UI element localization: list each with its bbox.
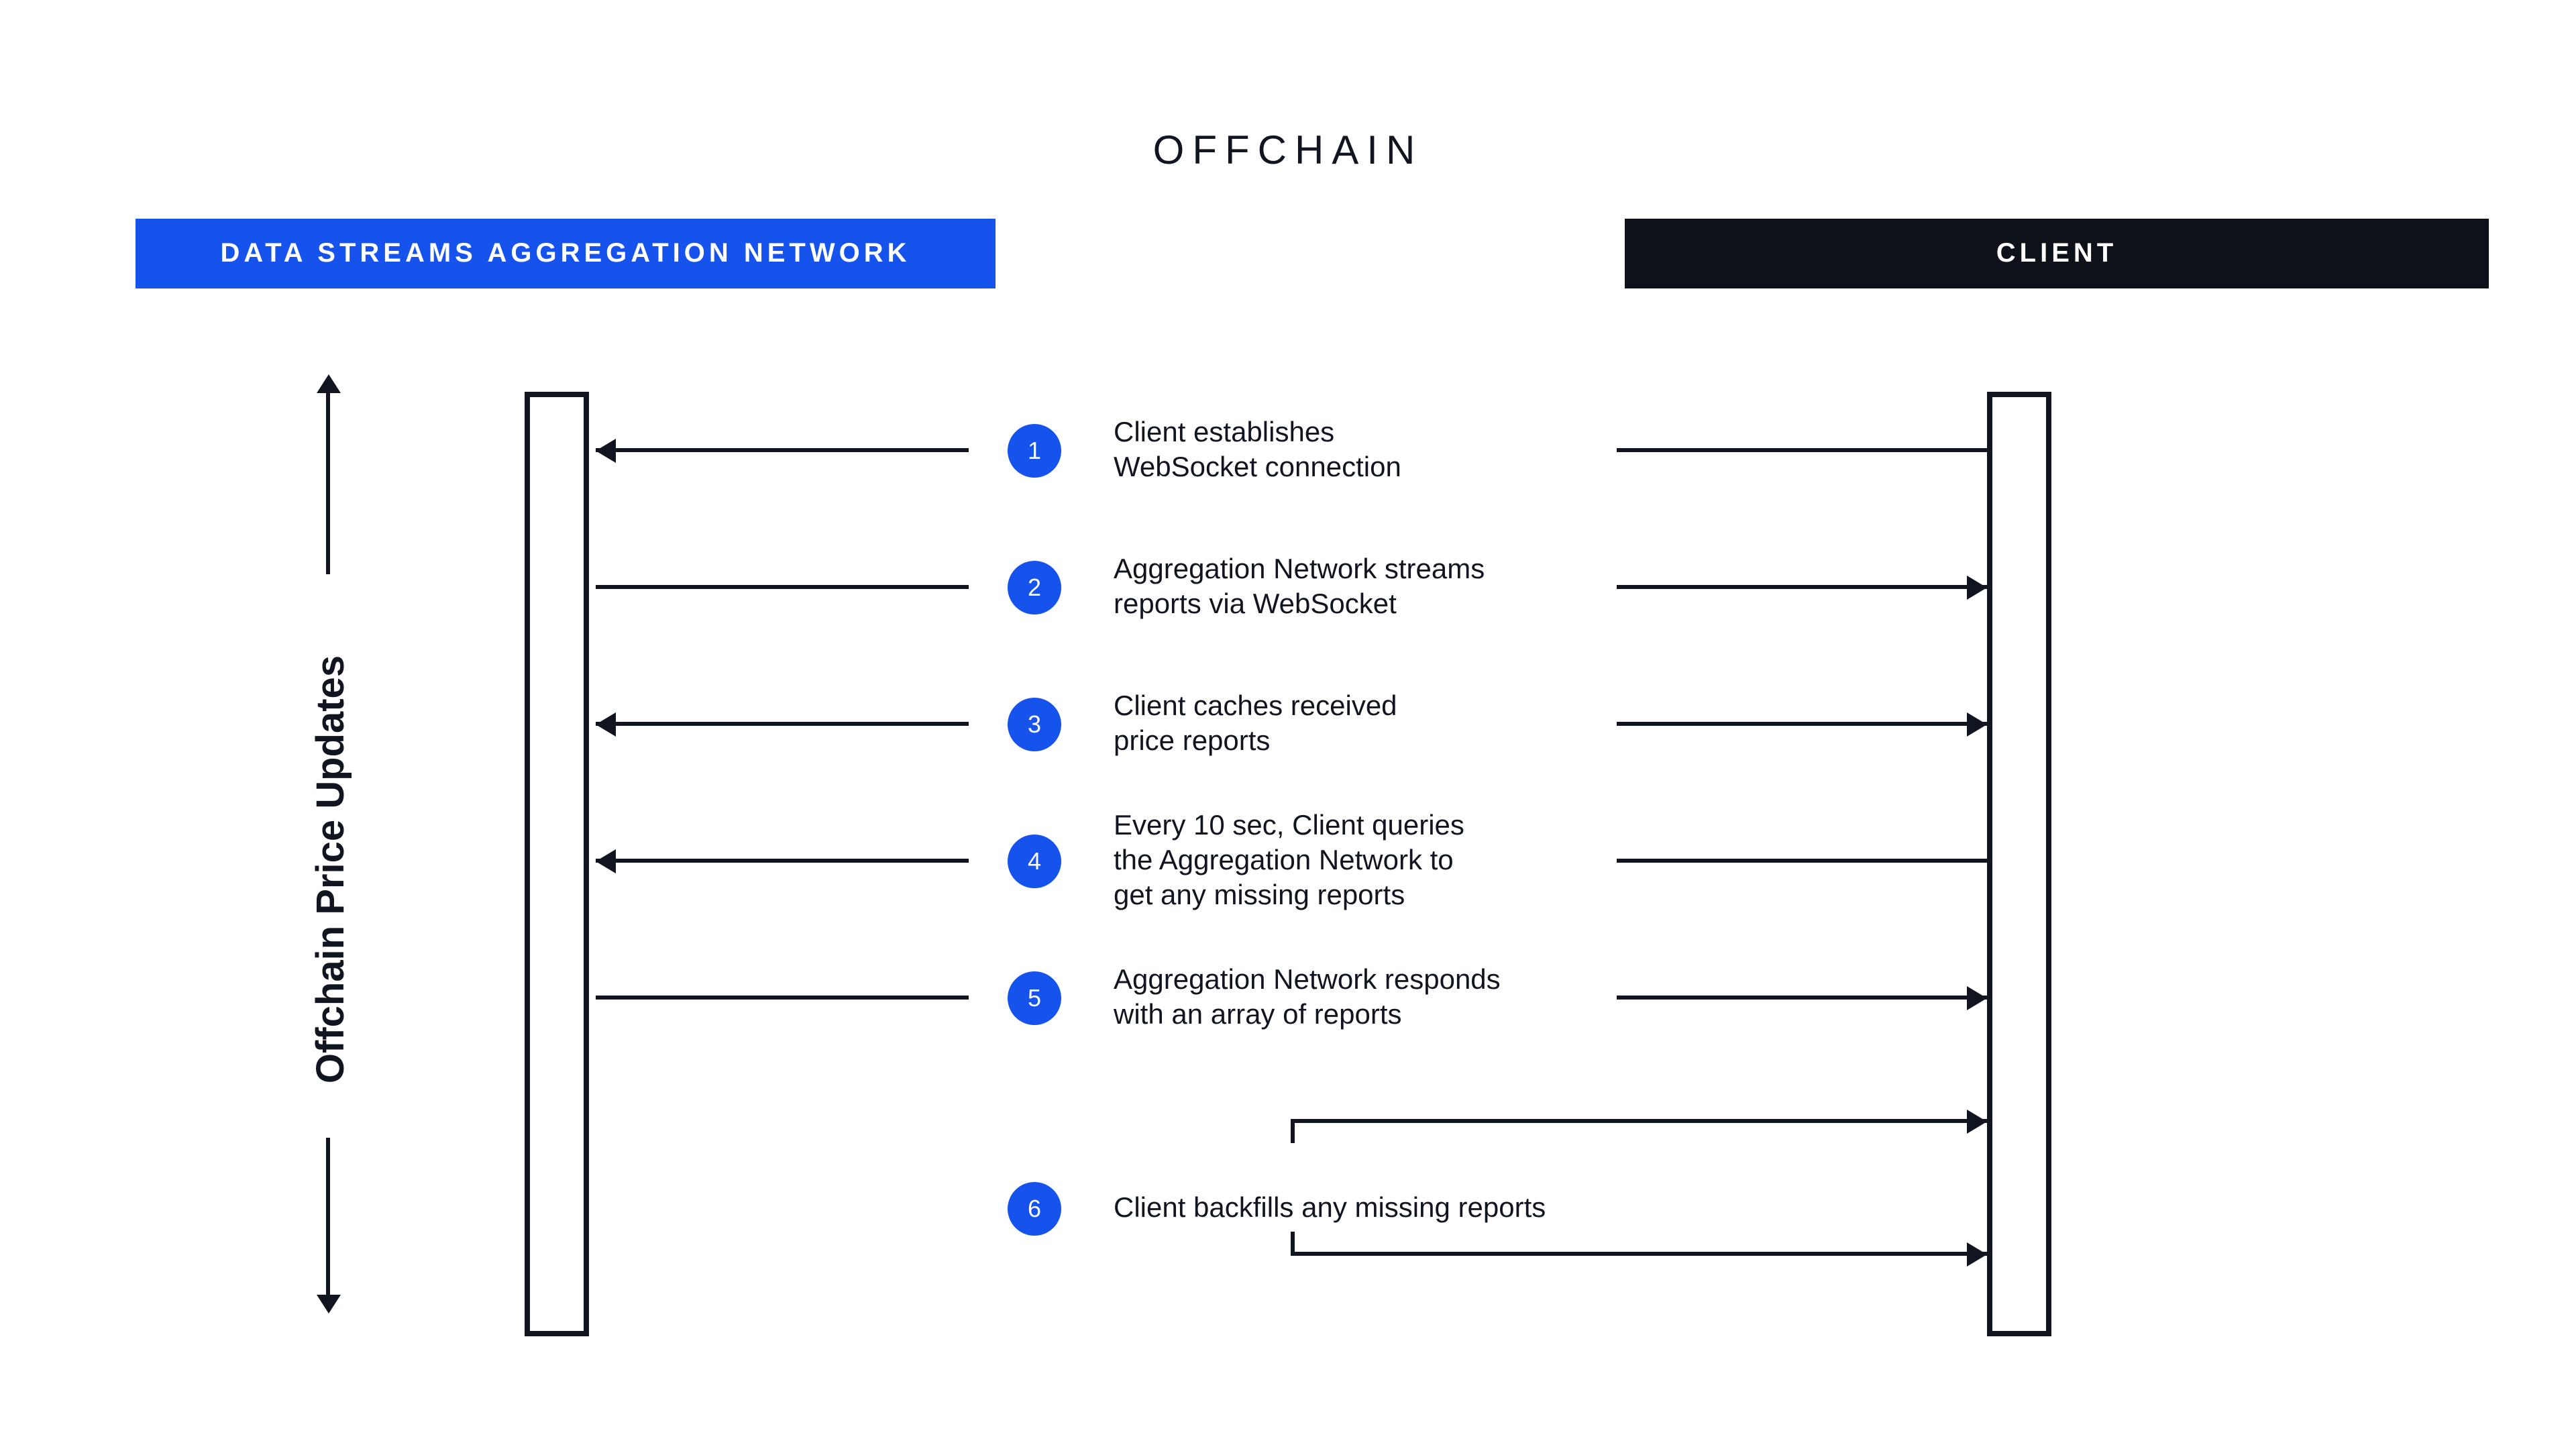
network-banner: DATA STREAMS AGGREGATION NETWORK [136, 219, 996, 288]
message-line-left [596, 859, 969, 863]
arrowhead-right-icon [1967, 712, 1987, 736]
arrowhead-left-icon [596, 712, 616, 736]
step-label-line: Aggregation Network streams [1114, 554, 1485, 585]
message-line-left [596, 585, 969, 589]
step-label: Aggregation Network responds with an arra… [1114, 963, 1501, 1033]
message-line-right [1617, 448, 1987, 452]
step-label-line: Client backfills any missing reports [1114, 1193, 1546, 1224]
message-line-right [1617, 722, 1987, 726]
axis-label: Offchain Price Updates [309, 655, 352, 1084]
step-number: 5 [1027, 984, 1041, 1011]
self-message-line-bottom [1291, 1252, 1987, 1256]
message-line-right [1617, 585, 1987, 589]
step-label-line: WebSocket connection [1114, 452, 1401, 483]
arrowhead-left-icon [596, 438, 616, 462]
step-badge: 4 [1008, 835, 1061, 888]
arrow-up-icon [317, 374, 341, 393]
step-number: 1 [1027, 437, 1041, 464]
arrowhead-right-icon [1967, 985, 1987, 1010]
self-message-stub-bottom [1291, 1232, 1295, 1256]
step-label-line: Aggregation Network responds [1114, 965, 1501, 996]
client-lifeline [1987, 392, 2051, 1336]
client-banner: CLIENT [1625, 219, 2489, 288]
arrowhead-right-icon [1967, 575, 1987, 599]
step-label-line: price reports [1114, 726, 1271, 757]
axis-line-bottom [326, 1138, 330, 1295]
message-line-right [1617, 859, 1987, 863]
message-line-left [596, 996, 969, 1000]
arrowhead-right-icon [1967, 1109, 1987, 1133]
step-label-line: Client establishes [1114, 417, 1335, 448]
message-line-right [1617, 996, 1987, 1000]
self-message-line-top [1291, 1119, 1987, 1123]
step-badge: 2 [1008, 561, 1061, 614]
step-badge: 6 [1008, 1182, 1061, 1236]
step-number: 3 [1027, 710, 1041, 737]
step-label: Client caches received price reports [1114, 690, 1397, 759]
arrow-down-icon [317, 1295, 341, 1313]
step-label-line: Every 10 sec, Client queries [1114, 810, 1464, 841]
message-line-left [596, 448, 969, 452]
step-badge: 3 [1008, 698, 1061, 751]
step-label-line: get any missing reports [1114, 880, 1405, 911]
network-lifeline [525, 392, 589, 1336]
step-label: Every 10 sec, Client queries the Aggregat… [1114, 809, 1464, 914]
self-message-stub-top [1291, 1119, 1295, 1143]
step-label: Aggregation Network streams reports via W… [1114, 553, 1485, 623]
step-label-line: Client caches received [1114, 691, 1397, 722]
step-number: 2 [1027, 574, 1041, 600]
arrowhead-left-icon [596, 849, 616, 873]
axis-line-top [326, 393, 330, 574]
step-badge: 1 [1008, 424, 1061, 478]
step-number: 4 [1027, 847, 1041, 874]
step-label-line: reports via WebSocket [1114, 589, 1397, 620]
arrowhead-right-icon [1967, 1242, 1987, 1266]
step-number: 6 [1027, 1195, 1041, 1222]
step-label-line: with an array of reports [1114, 1000, 1402, 1030]
step-badge: 5 [1008, 971, 1061, 1025]
step-label: Client backfills any missing reports [1114, 1191, 1546, 1226]
step-label-line: the Aggregation Network to [1114, 845, 1454, 876]
message-line-left [596, 722, 969, 726]
client-banner-label: CLIENT [1996, 238, 2118, 268]
network-banner-label: DATA STREAMS AGGREGATION NETWORK [220, 238, 911, 268]
page-title: OFFCHAIN [1152, 129, 1424, 173]
